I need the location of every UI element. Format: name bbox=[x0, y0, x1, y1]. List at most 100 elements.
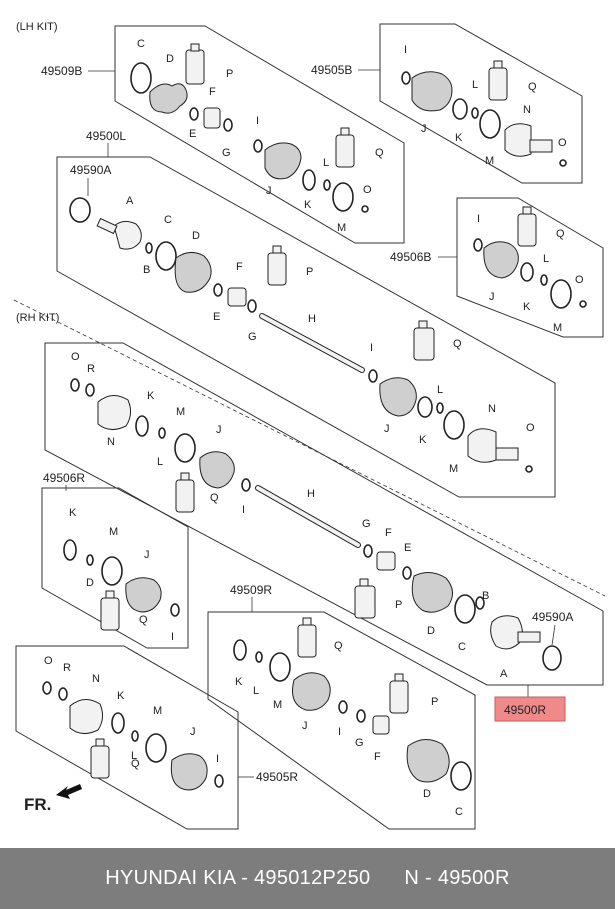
svg-text:K: K bbox=[117, 690, 125, 702]
svg-text:K: K bbox=[419, 434, 427, 446]
lh-kit-heading: (LH KIT) bbox=[16, 21, 58, 33]
assembly-label-49590A-left: 49590A bbox=[70, 163, 111, 177]
panel-49509B bbox=[114, 25, 405, 244]
assembly-label-49506B: 49506B bbox=[390, 250, 431, 264]
svg-text:I: I bbox=[171, 631, 174, 643]
svg-text:K: K bbox=[147, 390, 155, 402]
rh-shaft-parts bbox=[70, 378, 562, 671]
assembly-label-49509R: 49509R bbox=[230, 583, 272, 597]
svg-text:Q: Q bbox=[139, 614, 148, 626]
svg-text:E: E bbox=[213, 311, 220, 323]
svg-text:I: I bbox=[338, 726, 341, 738]
svg-text:M: M bbox=[553, 322, 562, 334]
svg-text:Q: Q bbox=[375, 147, 384, 159]
svg-text:A: A bbox=[500, 668, 508, 680]
svg-text:P: P bbox=[306, 266, 313, 278]
svg-text:L: L bbox=[157, 456, 163, 468]
svg-text:O: O bbox=[363, 184, 372, 196]
svg-text:M: M bbox=[153, 705, 162, 717]
footer-part-number: HYUNDAI KIA - 495012P250 bbox=[105, 867, 371, 889]
svg-text:D: D bbox=[192, 230, 200, 242]
panel-49505B bbox=[379, 23, 583, 184]
assembly-label-49500L: 49500L bbox=[86, 129, 126, 143]
svg-text:C: C bbox=[164, 214, 172, 226]
svg-text:D: D bbox=[423, 788, 431, 800]
svg-text:Q: Q bbox=[210, 492, 219, 504]
svg-text:O: O bbox=[44, 655, 53, 667]
svg-text:G: G bbox=[355, 737, 364, 749]
svg-text:G: G bbox=[222, 147, 231, 159]
svg-text:J: J bbox=[421, 123, 427, 135]
kit-divider bbox=[13, 299, 606, 597]
svg-text:N: N bbox=[107, 436, 115, 448]
svg-text:Q: Q bbox=[334, 640, 343, 652]
svg-text:P: P bbox=[431, 696, 438, 708]
svg-text:D: D bbox=[166, 53, 174, 65]
svg-text:J: J bbox=[216, 424, 222, 436]
front-arrow-icon bbox=[56, 784, 82, 799]
highlighted-part-box bbox=[494, 696, 566, 722]
svg-text:Q: Q bbox=[556, 228, 565, 240]
svg-text:L: L bbox=[437, 384, 443, 396]
lh-shaft-parts bbox=[69, 197, 533, 473]
svg-text:N: N bbox=[92, 673, 100, 685]
svg-text:F: F bbox=[385, 527, 392, 539]
assembly-label-49509B: 49509B bbox=[41, 64, 82, 78]
panel-49506R bbox=[41, 487, 189, 649]
svg-text:I: I bbox=[370, 342, 373, 354]
svg-text:M: M bbox=[176, 406, 185, 418]
svg-text:O: O bbox=[71, 351, 80, 363]
svg-text:J: J bbox=[302, 720, 308, 732]
svg-text:I: I bbox=[242, 504, 245, 516]
svg-text:I: I bbox=[477, 213, 480, 225]
svg-text:O: O bbox=[575, 274, 584, 286]
svg-text:K: K bbox=[455, 132, 463, 144]
svg-text:L: L bbox=[131, 750, 137, 762]
svg-text:O: O bbox=[558, 137, 567, 149]
svg-text:L: L bbox=[323, 157, 329, 169]
lh-boot-kit-parts bbox=[473, 206, 587, 309]
svg-text:N: N bbox=[488, 403, 496, 415]
svg-text:K: K bbox=[235, 676, 243, 688]
rh-outer-kit-parts bbox=[63, 539, 180, 631]
svg-text:Q: Q bbox=[453, 338, 462, 350]
svg-text:J: J bbox=[489, 291, 495, 303]
svg-text:M: M bbox=[337, 222, 346, 234]
panel-49500L bbox=[56, 156, 556, 498]
svg-text:M: M bbox=[485, 155, 494, 167]
rh-kit-heading: (RH KIT) bbox=[16, 312, 59, 324]
svg-text:R: R bbox=[63, 662, 71, 674]
svg-text:I: I bbox=[404, 44, 407, 56]
svg-text:L: L bbox=[543, 253, 549, 265]
svg-text:R: R bbox=[87, 363, 95, 375]
svg-text:K: K bbox=[304, 199, 312, 211]
svg-text:M: M bbox=[449, 463, 458, 475]
footer-bar: HYUNDAI KIA - 495012P250 N - 49500R bbox=[0, 848, 615, 909]
highlighted-part-number: 49500R bbox=[504, 703, 546, 717]
svg-text:F: F bbox=[236, 261, 243, 273]
panel-49506B bbox=[456, 197, 604, 338]
front-marker: FR. bbox=[24, 795, 51, 814]
svg-text:F: F bbox=[374, 751, 381, 763]
svg-text:K: K bbox=[69, 507, 77, 519]
svg-text:L: L bbox=[472, 79, 478, 91]
svg-text:I: I bbox=[216, 753, 219, 765]
footer-catalog-number: N - 49500R bbox=[404, 867, 510, 889]
svg-text:B: B bbox=[482, 590, 489, 602]
assembly-label-49505R: 49505R bbox=[256, 770, 298, 784]
svg-text:M: M bbox=[273, 699, 282, 711]
svg-text:J: J bbox=[144, 549, 150, 561]
svg-text:I: I bbox=[256, 115, 259, 127]
svg-text:B: B bbox=[143, 264, 150, 276]
lh-outer-kit-parts bbox=[401, 60, 567, 167]
svg-text:K: K bbox=[523, 301, 531, 313]
lh-inner-kit-parts bbox=[130, 43, 369, 213]
svg-text:N: N bbox=[523, 104, 531, 116]
svg-text:E: E bbox=[189, 128, 196, 140]
svg-text:D: D bbox=[86, 577, 94, 589]
svg-text:Q: Q bbox=[528, 81, 537, 93]
svg-text:L: L bbox=[253, 685, 259, 697]
svg-text:P: P bbox=[226, 68, 233, 80]
svg-text:D: D bbox=[427, 625, 435, 637]
panel-49509R bbox=[207, 611, 476, 830]
